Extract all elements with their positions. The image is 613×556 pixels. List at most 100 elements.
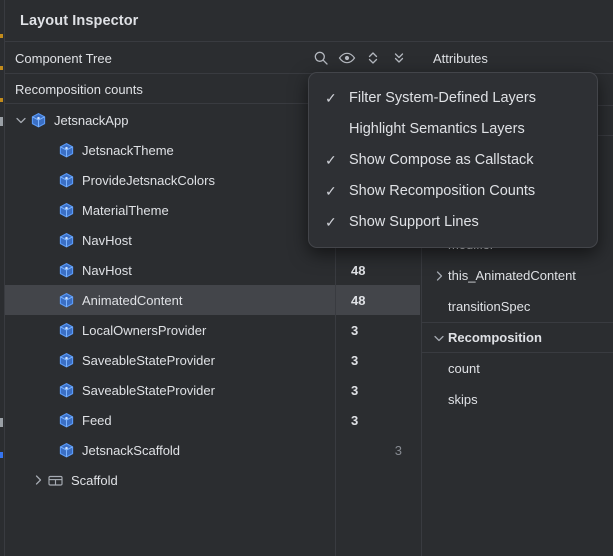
compose-node-icon: [57, 231, 75, 249]
error-stripe-gutter[interactable]: [0, 0, 5, 556]
compose-node-icon: [57, 171, 75, 189]
attribute-label: transitionSpec: [448, 299, 531, 314]
tree-indent-spacer: [41, 255, 57, 285]
checkmark-icon: ✓: [325, 182, 337, 199]
attribute-row[interactable]: transitionSpec: [422, 291, 613, 322]
eye-icon[interactable]: [334, 45, 360, 71]
attributes-title: Attributes: [433, 50, 488, 66]
tree-indent-spacer: [41, 375, 57, 405]
menu-item[interactable]: ✓ Show Recomposition Counts: [309, 175, 597, 206]
compose-node-icon: [57, 321, 75, 339]
tree-column-divider: [335, 105, 336, 556]
attribute-row[interactable]: skips: [422, 384, 613, 415]
attributes-header: Attributes: [421, 43, 613, 74]
menu-item-label: Highlight Semantics Layers: [349, 120, 525, 137]
tree-row[interactable]: JetsnackTheme: [5, 135, 420, 165]
chevron-right-icon[interactable]: [30, 465, 46, 495]
tree-indent-spacer: [41, 405, 57, 435]
collapse-all-icon[interactable]: [386, 45, 412, 71]
tree-indent-spacer: [41, 195, 57, 225]
tree-indent-spacer: [41, 225, 57, 255]
chevron-down-icon[interactable]: [13, 105, 29, 135]
recomposition-count: 3: [351, 322, 359, 338]
tree-row-label: JetsnackScaffold: [82, 442, 181, 458]
attribute-row[interactable]: count: [422, 353, 613, 384]
gutter-tick-info: [0, 418, 3, 427]
tree-row-label: NavHost: [82, 232, 132, 248]
menu-item-label: Show Support Lines: [349, 213, 479, 230]
expand-collapse-icon[interactable]: [360, 45, 386, 71]
tree-indent-spacer: [41, 285, 57, 315]
tree-row-label: AnimatedContent: [82, 292, 183, 308]
component-tree-label: Component Tree: [15, 50, 112, 66]
chevron-down-icon[interactable]: [430, 322, 448, 353]
attribute-label: count: [448, 361, 480, 376]
tree-row[interactable]: SaveableStateProvider 3: [5, 375, 420, 405]
tree-row[interactable]: AnimatedContent 48: [5, 285, 420, 315]
tree-row-label: MaterialTheme: [82, 202, 169, 218]
compose-node-icon: [57, 411, 75, 429]
page-title: Layout Inspector: [20, 12, 139, 29]
compose-node-icon: [57, 141, 75, 159]
tree-row[interactable]: JetsnackApp: [5, 105, 420, 135]
checkmark-icon: ✓: [325, 89, 337, 106]
recomposition-count: 3: [351, 352, 359, 368]
tree-indent-spacer: [41, 165, 57, 195]
chevron-right-icon[interactable]: [430, 260, 448, 291]
menu-item[interactable]: ✓ Show Compose as Callstack: [309, 144, 597, 175]
tree-row[interactable]: SaveableStateProvider 3: [5, 345, 420, 375]
menu-item-label: Show Compose as Callstack: [349, 151, 534, 168]
tree-indent-spacer: [41, 345, 57, 375]
menu-item[interactable]: ✓ Show Support Lines: [309, 206, 597, 237]
checkmark-icon: ✓: [325, 151, 337, 168]
tree-indent-spacer: [41, 135, 57, 165]
compose-node-icon: [57, 291, 75, 309]
tree-row-label: Feed: [82, 412, 112, 428]
gutter-tick-info: [0, 117, 3, 126]
tree-row[interactable]: JetsnackScaffold 3: [5, 435, 420, 465]
tree-indent-spacer: [41, 435, 57, 465]
menu-item[interactable]: ✓ Filter System-Defined Layers: [309, 82, 597, 113]
attribute-label: skips: [448, 392, 478, 407]
attribute-row[interactable]: this_AnimatedContent: [422, 260, 613, 291]
tree-row-label: LocalOwnersProvider: [82, 322, 207, 338]
tree-row[interactable]: Scaffold: [5, 465, 420, 495]
tree-row-label: SaveableStateProvider: [82, 382, 215, 398]
attribute-label: this_AnimatedContent: [448, 268, 576, 283]
recomposition-count: 48: [351, 292, 366, 308]
tree-row[interactable]: LocalOwnersProvider 3: [5, 315, 420, 345]
tree-row-label: JetsnackApp: [54, 112, 129, 128]
menu-item-label: Show Recomposition Counts: [349, 182, 536, 199]
tree-row[interactable]: NavHost: [5, 225, 420, 255]
tree-row[interactable]: ProvideJetsnackColors: [5, 165, 420, 195]
search-icon[interactable]: [308, 45, 334, 71]
tree-indent-spacer: [41, 315, 57, 345]
attributes-section-header[interactable]: Recomposition: [422, 322, 613, 353]
tree-row-label: SaveableStateProvider: [82, 352, 215, 368]
menu-item[interactable]: Highlight Semantics Layers: [309, 113, 597, 144]
tree-row[interactable]: MaterialTheme: [5, 195, 420, 225]
recomposition-count: 48: [351, 262, 366, 278]
tree-row-label: ProvideJetsnackColors: [82, 172, 215, 188]
compose-node-icon: [57, 201, 75, 219]
gutter-tick-warning: [0, 98, 3, 102]
compose-node-icon: [57, 351, 75, 369]
view-node-icon: [46, 471, 64, 489]
checkmark-icon: ✓: [325, 213, 337, 230]
tree-row-label: Scaffold: [71, 472, 118, 488]
component-tree-toolbar: Component Tree: [5, 43, 420, 74]
tree-row[interactable]: Feed 3: [5, 405, 420, 435]
compose-node-icon: [57, 381, 75, 399]
attribute-label: Recomposition: [448, 330, 542, 345]
recomposition-count: 3: [394, 442, 402, 458]
menu-item-label: Filter System-Defined Layers: [349, 89, 536, 106]
compose-node-icon: [57, 441, 75, 459]
compose-node-icon: [57, 261, 75, 279]
window-titlebar: Layout Inspector: [5, 0, 613, 42]
gutter-tick-warning: [0, 34, 3, 38]
recomposition-count: 3: [351, 412, 359, 428]
recomposition-count: 3: [351, 382, 359, 398]
